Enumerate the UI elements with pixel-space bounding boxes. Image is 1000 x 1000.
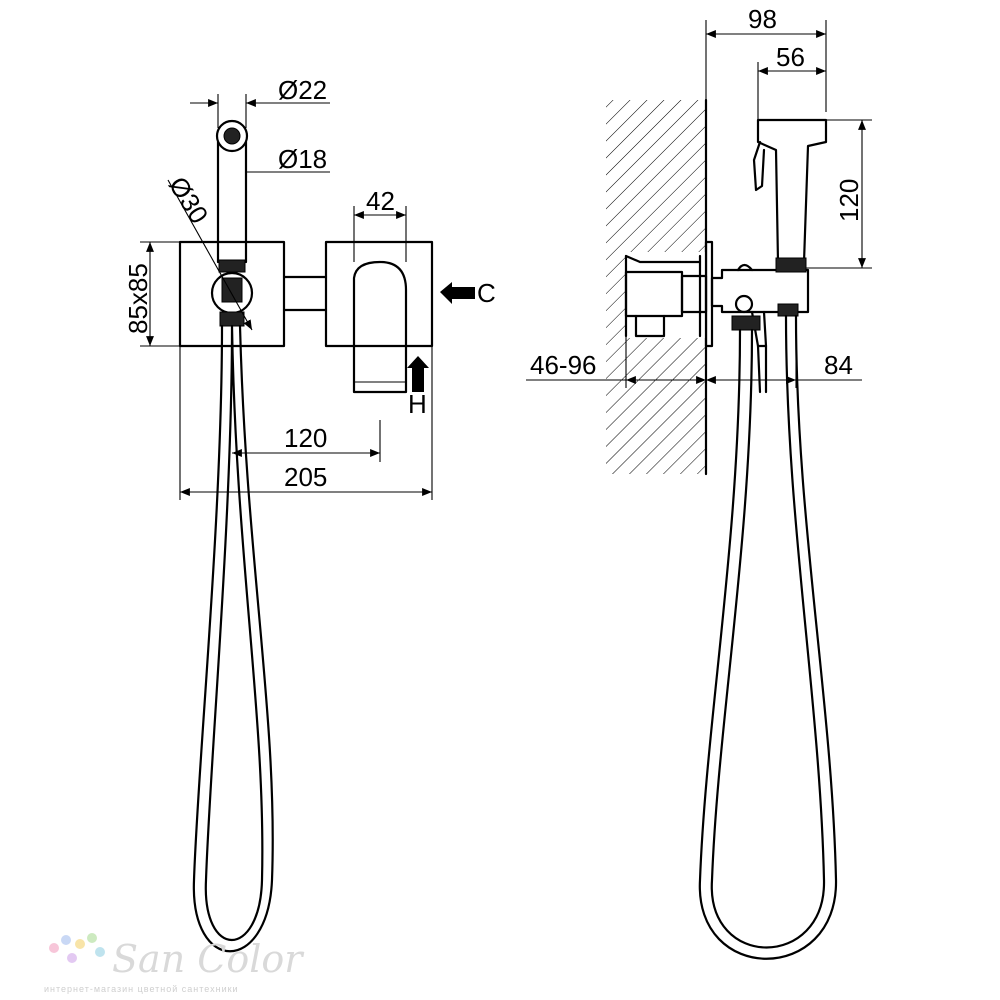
svg-text:56: 56 (776, 42, 805, 72)
hose-side-inner (710, 314, 826, 949)
watermark-dot (67, 953, 77, 963)
watermark: San Color интернет-магазин цветной санте… (44, 933, 305, 994)
dim-plate-size: 85x85 (123, 241, 180, 347)
dim-wall-depth: 46-96 (526, 336, 706, 388)
watermark-dot (75, 939, 85, 949)
svg-text:98: 98 (748, 4, 777, 34)
dim-hose-inner: Ø18 (246, 144, 330, 174)
handshower-front (215, 119, 249, 273)
front-view: C H Ø22 Ø18 Ø30 (123, 75, 496, 953)
svg-text:85x85: 85x85 (123, 263, 153, 334)
svg-text:120: 120 (284, 423, 327, 453)
handshower-side (752, 118, 828, 273)
watermark-dot (95, 947, 105, 957)
watermark-dots-icon (49, 933, 105, 963)
dim-handshower-depth: 56 (757, 42, 826, 120)
svg-text:Ø18: Ø18 (278, 144, 327, 174)
side-view: 98 56 120 46-96 (526, 4, 872, 960)
hose-front-inner (204, 324, 264, 941)
svg-text:84: 84 (824, 350, 853, 380)
watermark-dot (49, 943, 59, 953)
cold-arrow-icon (440, 282, 475, 304)
hose-side-outer (698, 314, 838, 960)
dim-hose-outer: Ø22 (190, 75, 330, 128)
hose-nut-side (731, 315, 761, 331)
outlet-body (710, 263, 810, 394)
watermark-dot (61, 935, 71, 945)
watermark-tagline: интернет-магазин цветной сантехники (44, 984, 239, 994)
dim-spout-offset: 120 (232, 420, 381, 462)
svg-text:Ø30: Ø30 (163, 171, 214, 229)
dim-holder-diameter: Ø30 (163, 171, 253, 331)
hose-nut (219, 311, 245, 327)
cold-label: C (477, 278, 496, 308)
concealed-body (624, 252, 708, 338)
hot-label: H (408, 389, 427, 419)
dim-projection: 84 (706, 316, 862, 388)
watermark-dot (87, 933, 97, 943)
dim-total-depth: 98 (705, 4, 827, 112)
svg-text:120: 120 (834, 179, 864, 222)
dim-total-width: 205 (179, 346, 433, 500)
svg-text:42: 42 (366, 186, 395, 216)
svg-text:Ø22: Ø22 (278, 75, 327, 105)
watermark-brand: San Color (112, 937, 305, 981)
hose-front-outer (192, 324, 274, 953)
svg-text:46-96: 46-96 (530, 350, 597, 380)
dim-handshower-height: 120 (806, 119, 872, 269)
mixer-lever (352, 260, 408, 394)
svg-text:205: 205 (284, 462, 327, 492)
mixer-plate (324, 240, 434, 348)
hot-arrow-icon (407, 356, 429, 392)
dim-spout-width: 42 (353, 186, 407, 262)
